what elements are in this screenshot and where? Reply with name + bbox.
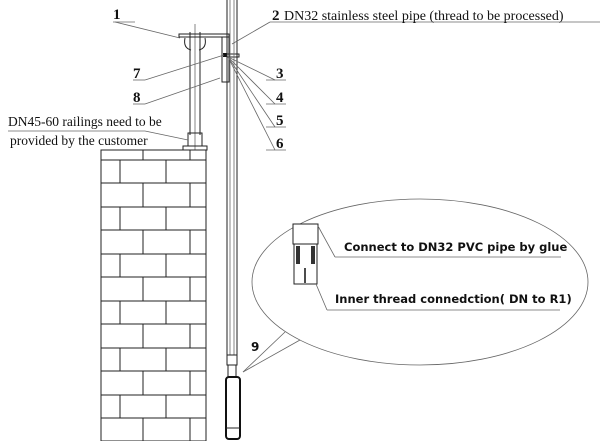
label-railing-line2: provided by the customer [10,133,148,148]
leader-lines [8,21,600,151]
label-connect: Connect to DN32 PVC pipe by glue [344,240,567,254]
stainless-steel-pipe [226,0,238,355]
detail-callout [242,198,589,373]
coupling-detail [292,223,319,285]
label-6: 6 [276,136,284,152]
submersible-sensor [225,354,241,440]
wall-outline [100,149,207,441]
label-4: 4 [276,90,284,106]
label-7: 7 [133,66,141,82]
label-pipe: DN32 stainless steel pipe (thread to be … [284,9,564,24]
label-1: 1 [113,7,121,23]
railing-post [182,24,208,151]
brick-wall [100,149,207,441]
label-inner-thread: Inner thread connedction( DN to R1) [335,292,572,306]
label-railing-line1: DN45-60 railings need to be [8,114,162,129]
label-2: 2 [272,8,280,24]
label-9: 9 [251,340,259,354]
label-3: 3 [276,66,284,82]
label-5: 5 [276,113,284,129]
mounting-bracket [178,33,240,83]
label-8: 8 [133,90,141,106]
